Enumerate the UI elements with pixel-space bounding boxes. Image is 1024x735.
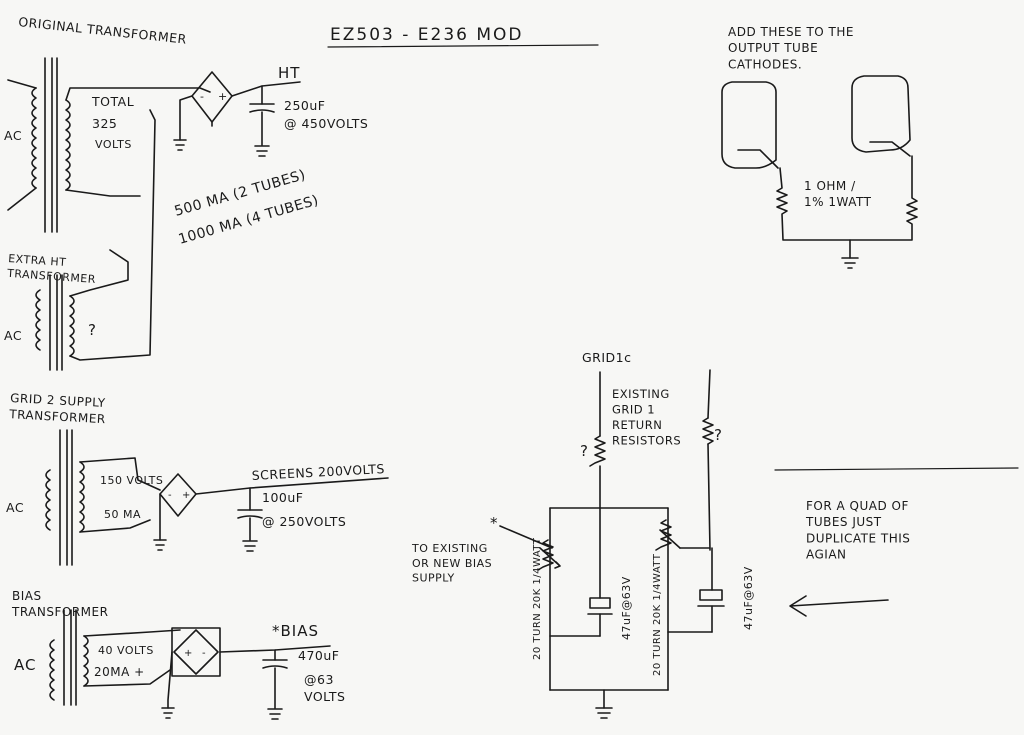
question-1: ? <box>88 321 97 339</box>
schematic-title: EZ503 - E236 MOD <box>330 25 524 45</box>
cap-screen <box>237 487 263 552</box>
arrow-left-icon <box>789 595 889 617</box>
pot-label-right: 20 TURN 20K 1/4WATT <box>652 553 663 676</box>
bias-transformer <box>49 609 181 706</box>
pot-label-left: 20 TURN 20K 1/4WATT <box>532 537 543 660</box>
ac-label-1: AC <box>4 128 22 143</box>
bias-volts: 40 VOLTS <box>98 644 154 657</box>
question-2: ? <box>580 442 589 460</box>
cathode-resistors <box>776 155 918 269</box>
extra-ht-label-1: EXTRA HTTRANSFORMER <box>6 252 98 286</box>
bias-label: *BIAS <box>272 622 319 640</box>
extra-ht-transformer <box>35 109 156 371</box>
original-transformer-label: ORIGINAL TRANSFORMER <box>18 14 188 47</box>
screens-label: SCREENS 200VOLTS <box>251 461 385 483</box>
grid1c-label: GRID1c <box>582 350 632 365</box>
ht-bridge-rectifier: - + <box>173 71 301 151</box>
cap-main-value: 250uF <box>284 98 325 113</box>
grid2-volts: 150 VOLTS <box>100 474 163 487</box>
svg-text:+: + <box>218 90 227 103</box>
ht-label: HT <box>278 64 300 82</box>
question-3: ? <box>714 426 723 444</box>
svg-text:+: + <box>184 648 192 659</box>
grid2-current: 50 MA <box>104 508 141 521</box>
quad-separator <box>774 467 1019 471</box>
cap-main <box>249 85 275 157</box>
cap-coupling-right: 47uF@63V <box>742 566 755 630</box>
svg-text:-: - <box>168 490 172 501</box>
title-underline <box>327 44 599 48</box>
svg-text:+: + <box>182 490 190 501</box>
ac-label-4: AC <box>14 656 36 674</box>
total-label: TOTAL <box>91 94 134 109</box>
grid2-transformer-label: GRID 2 SUPPLYTRANSFORMER <box>8 391 107 426</box>
total-volts-value: 325 <box>92 116 117 131</box>
ac-label-2: AC <box>4 328 22 343</box>
grid2-bridge-rectifier: - + <box>153 473 389 551</box>
svg-text:-: - <box>200 90 204 103</box>
svg-text:-: - <box>202 648 206 659</box>
cap-screen-rating: @ 250VOLTS <box>262 514 346 529</box>
cap-bias <box>262 649 288 720</box>
output-tube-left <box>721 81 779 169</box>
ac-label-3: AC <box>6 500 24 515</box>
asterisk-mark: * <box>490 514 499 532</box>
cap-bias-value: 470uF <box>298 648 339 663</box>
original-transformer <box>7 57 211 233</box>
cap-coupling-left: 47uF@63V <box>620 576 633 640</box>
cap-screen-value: 100uF <box>262 490 303 505</box>
cathode-resistor-label: 1 OHM /1% 1WATT <box>804 179 872 209</box>
volts-label: VOLTS <box>95 138 132 151</box>
bias-current: 20MA + <box>94 665 145 679</box>
cap-main-rating: @ 450VOLTS <box>284 116 368 131</box>
grid1-network <box>499 369 725 719</box>
grid2-transformer <box>45 429 161 566</box>
output-tube-right <box>851 75 911 157</box>
